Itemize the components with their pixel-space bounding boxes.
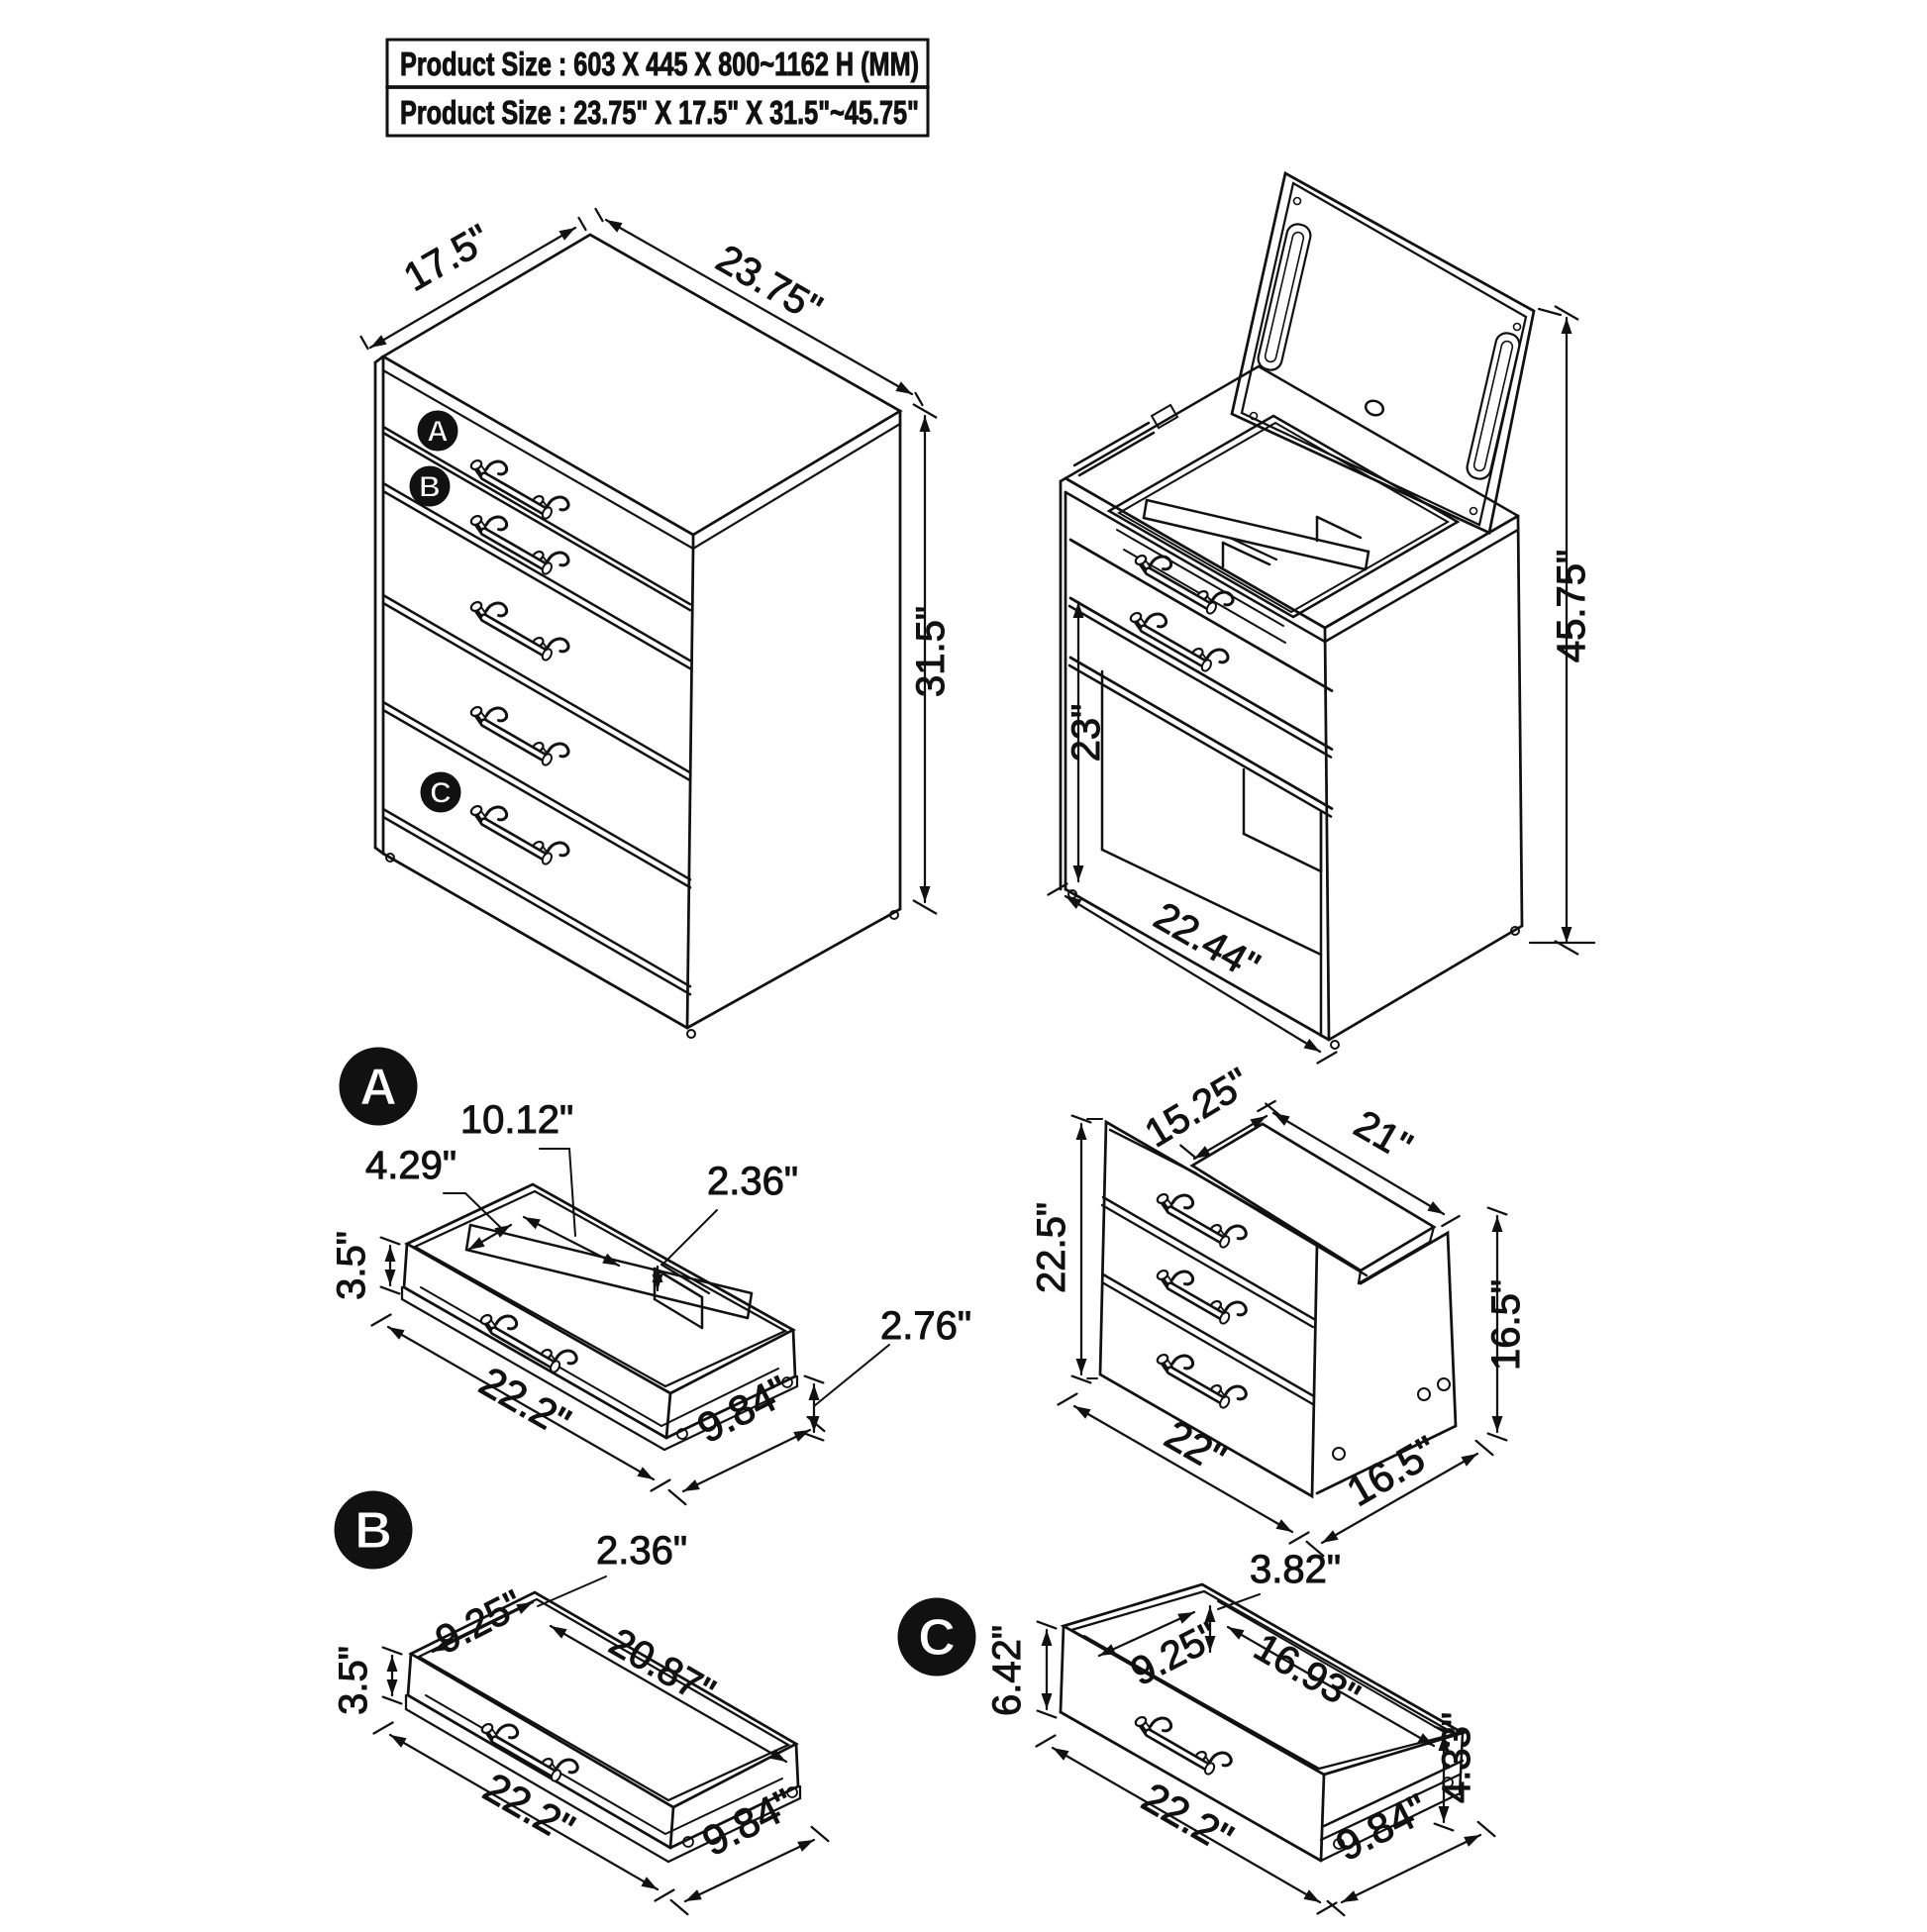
svg-text:A: A (427, 416, 449, 449)
svg-text:Product Size : 23.75" X 17.5": Product Size : 23.75" X 17.5" X 31.5"~45… (400, 94, 919, 131)
svg-text:Product Size : 603 X 445 X 800: Product Size : 603 X 445 X 800~1162 H (M… (400, 46, 919, 82)
svg-text:23": 23" (1065, 704, 1108, 763)
svg-text:C: C (918, 1609, 956, 1667)
svg-text:B: B (419, 471, 441, 504)
svg-text:C: C (430, 777, 452, 810)
svg-text:4.29": 4.29" (365, 1144, 456, 1187)
svg-text:22.5": 22.5" (1030, 1202, 1073, 1293)
svg-text:4.33": 4.33" (1435, 1712, 1478, 1803)
svg-text:A: A (359, 1059, 397, 1116)
svg-text:16.5": 16.5" (1484, 1279, 1528, 1371)
svg-text:B: B (355, 1502, 392, 1560)
svg-text:2.76": 2.76" (880, 1304, 971, 1348)
svg-text:2.36": 2.36" (707, 1160, 798, 1203)
svg-text:3.82": 3.82" (1250, 1548, 1341, 1591)
svg-text:3.5": 3.5" (330, 1231, 373, 1300)
svg-text:10.12": 10.12" (460, 1098, 573, 1142)
svg-text:3.5": 3.5" (332, 1646, 375, 1715)
svg-text:6.42": 6.42" (985, 1625, 1029, 1716)
svg-text:2.36": 2.36" (596, 1529, 687, 1573)
svg-text:45.75": 45.75" (1550, 550, 1593, 662)
svg-text:31.5": 31.5" (909, 606, 953, 697)
